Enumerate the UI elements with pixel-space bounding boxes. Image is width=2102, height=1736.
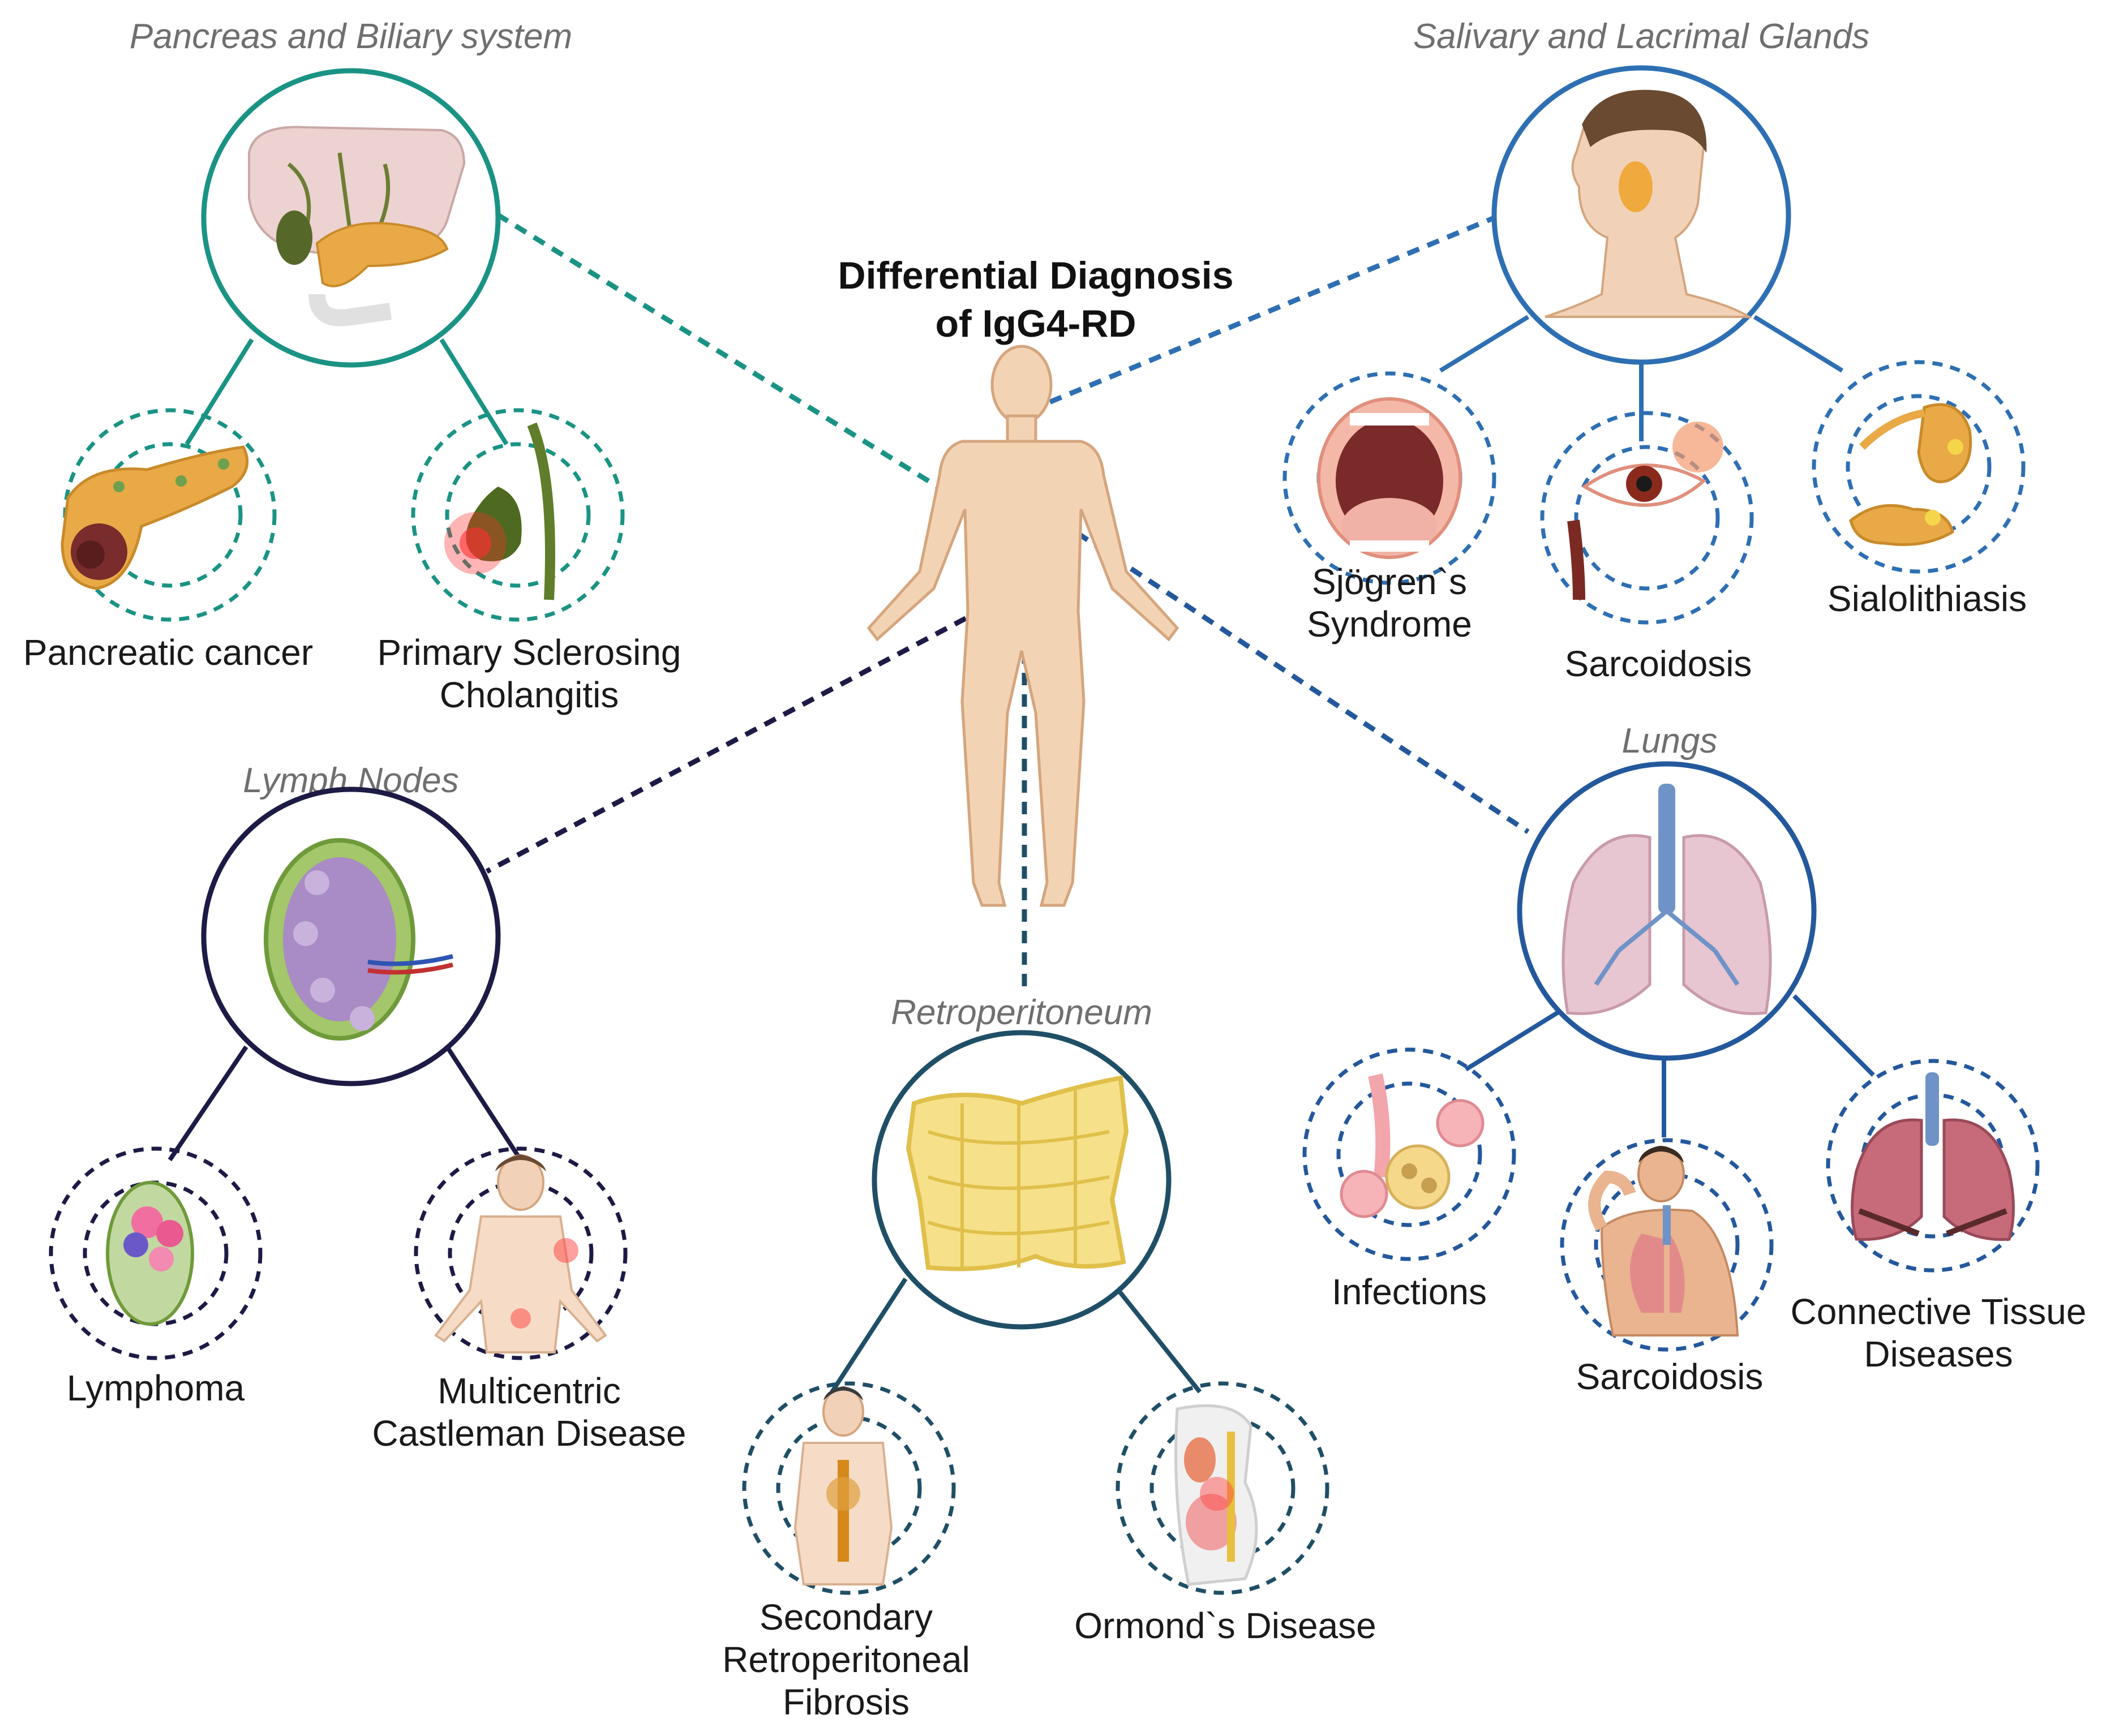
open-mouth-icon — [1317, 397, 1462, 559]
tree-lines — [168, 315, 1875, 1394]
damaged-lungs-icon — [1851, 1072, 2015, 1241]
item-circle-outer — [414, 1146, 628, 1360]
alveoli-icon — [1340, 1073, 1485, 1218]
item-label-lymphoma: Lymphoma — [67, 1368, 245, 1408]
item-circle-outer — [49, 1146, 263, 1360]
tree-line — [830, 1277, 908, 1394]
group-title-pancreas: Pancreas and Biliary system — [130, 17, 572, 56]
salivary-stone-icon — [1849, 403, 1972, 546]
connector-salivary — [1029, 215, 1495, 413]
abdomen-section-icon — [1174, 1404, 1258, 1586]
tree-line — [445, 1045, 523, 1162]
item-circle-outer — [742, 1381, 956, 1595]
head-glands-icon — [1545, 89, 1753, 318]
tree-line — [1792, 994, 1875, 1077]
item-label-psc-line-1: Primary Sclerosing — [377, 632, 681, 673]
item-label-ctd-line-2: Diseases — [1864, 1334, 2013, 1374]
item-circle-outer — [1540, 411, 1754, 625]
tree-line — [1753, 315, 1844, 373]
item-circle-inner — [1574, 445, 1720, 591]
connector-lymph — [485, 606, 986, 874]
main-title-line-1: Differential Diagnosis — [838, 254, 1233, 297]
main-title-line-2: of IgG4-RD — [935, 302, 1136, 345]
lungs-icon — [1562, 784, 1772, 1015]
item-label-secondary-line-1: Secondary — [760, 1597, 933, 1638]
group-title-lungs: Lungs — [1622, 721, 1718, 760]
item-label-ctd-line-1: Connective Tissue — [1791, 1291, 2087, 1332]
item-label-castleman-line-2: Castleman Disease — [372, 1413, 687, 1454]
item-label-sjogren-line-1: Sjögren`s — [1312, 561, 1467, 602]
body-lymph-icon — [434, 1154, 607, 1353]
item-label-castleman-line-1: Multicentric — [437, 1370, 621, 1411]
item-label-ormond: Ormond`s Disease — [1074, 1605, 1376, 1646]
item-label-sialolithiasis: Sialolithiasis — [1828, 578, 2027, 619]
item-label-pancreatic-cancer: Pancreatic cancer — [23, 632, 313, 673]
tree-line — [168, 1045, 248, 1162]
group-title-salivary: Salivary and Lacrimal Glands — [1413, 17, 1869, 56]
tree-line — [1107, 1277, 1202, 1394]
item-label-sarcoidosis-salivary: Sarcoidosis — [1565, 643, 1752, 684]
bile-duct-icon — [444, 422, 555, 600]
item-circle-outer — [1560, 1138, 1774, 1352]
item-circle-outer — [1826, 1059, 2040, 1273]
item-circle-outer — [1116, 1381, 1329, 1595]
liver-pancreas-icon — [248, 126, 466, 326]
item-circle-outer — [411, 408, 625, 622]
retroperitoneum-icon — [906, 1075, 1129, 1271]
tree-line — [439, 338, 509, 446]
body-fibrosis-icon — [793, 1386, 893, 1585]
group-title-retro: Retroperitoneum — [891, 993, 1152, 1032]
coughing-man-icon — [1588, 1146, 1739, 1337]
item-label-sarcoidosis-lungs: Sarcoidosis — [1576, 1356, 1764, 1397]
item-label-psc-line-2: Cholangitis — [440, 674, 619, 715]
item-label-secondary-line-2: Retroperitoneal — [722, 1639, 970, 1680]
item-circle-outer — [1282, 371, 1496, 585]
lymphoma-node-icon — [106, 1181, 194, 1326]
item-circle-inner — [1336, 1081, 1482, 1227]
human-body-icon — [866, 345, 1179, 907]
pancreatic-tumor-icon — [61, 445, 249, 590]
item-circle-outer — [1812, 360, 2026, 574]
tree-line — [185, 338, 254, 446]
item-circle-outer — [1302, 1047, 1516, 1261]
item-label-secondary-line-3: Fibrosis — [783, 1682, 910, 1722]
item-label-infections: Infections — [1332, 1271, 1487, 1312]
item-circle-inner — [445, 442, 591, 588]
lymph-node-icon — [264, 838, 453, 1041]
tree-line — [1439, 315, 1530, 373]
red-eye-icon — [1567, 422, 1723, 600]
item-label-sjogren-line-2: Syndrome — [1307, 604, 1472, 644]
